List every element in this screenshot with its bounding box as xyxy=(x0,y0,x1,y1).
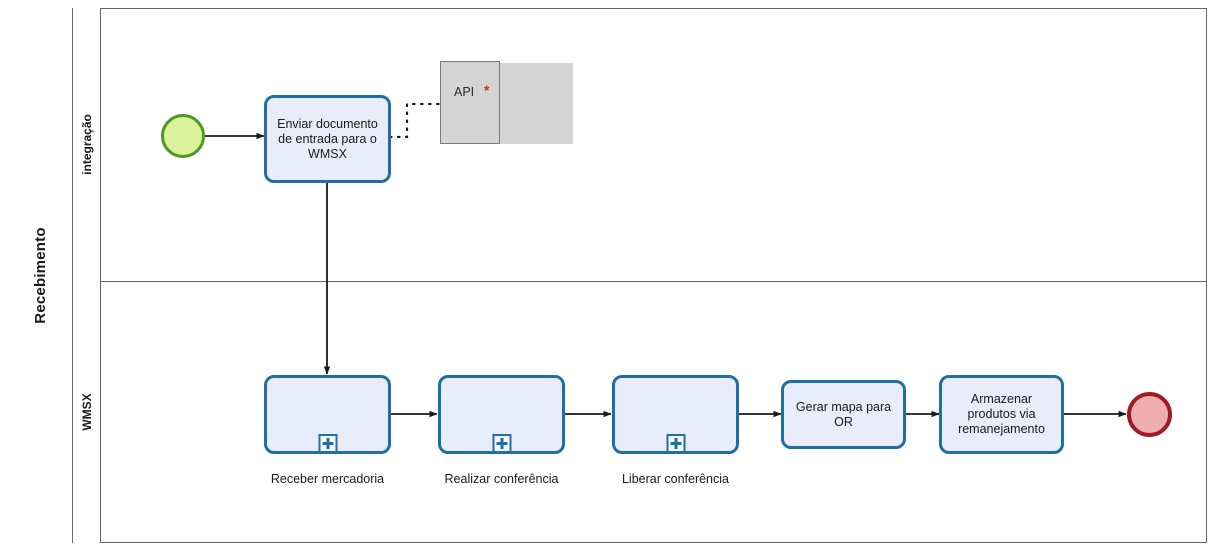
end-event[interactable] xyxy=(1127,392,1172,437)
sub-process-marker-icon xyxy=(492,434,511,453)
start-event[interactable] xyxy=(161,114,205,158)
pool-header: Recebimento xyxy=(8,8,73,543)
api-annotation-box[interactable] xyxy=(440,61,500,144)
task-enviar-documento[interactable]: Enviar documento de entrada para o WMSX xyxy=(264,95,391,183)
task-liberar-conferencia[interactable] xyxy=(612,375,739,454)
sub-process-marker-icon xyxy=(666,434,685,453)
task-label-gerar-mapa: Gerar mapa para OR xyxy=(795,399,892,429)
task-gerar-mapa[interactable]: Gerar mapa para OR xyxy=(781,380,906,449)
lane-header-integracao: integração xyxy=(73,8,101,281)
task-label-liberar-conferencia: Liberar conferência xyxy=(621,472,729,486)
sub-process-marker-icon xyxy=(318,434,337,453)
api-annotation-required-marker: * xyxy=(484,82,490,98)
pool-recebimento xyxy=(8,8,1207,543)
lane-label-wmsx: WMSX xyxy=(80,393,94,431)
task-receber-mercadoria[interactable] xyxy=(264,375,391,454)
task-label-armazenar-produtos: Armazenar produtos via remanejamento xyxy=(958,392,1045,436)
api-annotation-label: API xyxy=(454,85,475,99)
lane-header-wmsx: WMSX xyxy=(73,281,101,543)
pool-title: Recebimento xyxy=(31,227,49,324)
task-label-enviar-documento: Enviar documento de entrada para o WMSX xyxy=(277,116,378,161)
task-armazenar-produtos[interactable]: Armazenar produtos via remanejamento xyxy=(939,375,1064,454)
task-realizar-conferencia[interactable] xyxy=(438,375,565,454)
task-label-receber-mercadoria: Receber mercadoria xyxy=(270,472,385,486)
task-label-realizar-conferencia: Realizar conferência xyxy=(444,472,559,486)
lane-divider xyxy=(73,281,1207,282)
lane-label-integracao: integração xyxy=(80,114,94,175)
